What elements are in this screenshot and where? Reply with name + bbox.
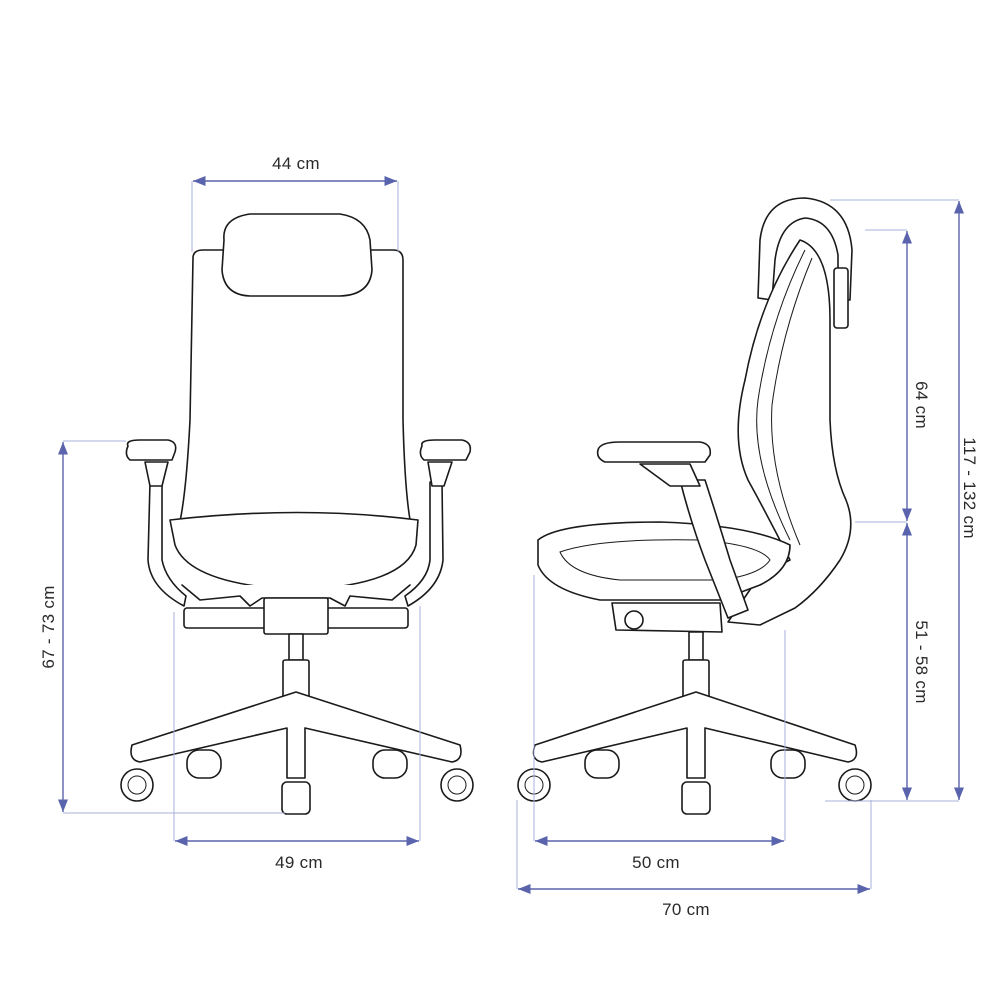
label-base-depth: 70 cm xyxy=(662,900,710,919)
label-seat-width: 49 cm xyxy=(275,853,323,872)
label-armrest-height: 67 - 73 cm xyxy=(39,585,58,668)
front-seat xyxy=(169,511,419,591)
front-left-armpad xyxy=(125,439,177,461)
side-armrest-support xyxy=(679,479,749,619)
front-casters xyxy=(120,749,474,815)
side-casters xyxy=(517,749,872,815)
extension-lines xyxy=(63,181,959,889)
front-right-mechanism xyxy=(325,607,409,629)
front-left-mechanism xyxy=(183,607,267,629)
side-view-chair xyxy=(517,197,872,815)
side-base xyxy=(532,691,858,779)
front-headrest xyxy=(221,213,373,297)
label-seat-depth: 50 cm xyxy=(632,853,680,872)
side-seat xyxy=(537,521,791,601)
dimension-lines xyxy=(57,175,965,895)
front-backrest xyxy=(177,249,413,531)
front-gas-lift-top xyxy=(288,633,304,661)
label-backrest-width: 44 cm xyxy=(272,154,320,173)
front-seat-mechanism xyxy=(263,597,329,635)
front-view-chair xyxy=(120,213,474,815)
front-base xyxy=(130,691,462,779)
label-seat-height: 51 - 58 cm xyxy=(912,620,931,703)
label-total-height: 117 - 132 cm xyxy=(960,437,979,539)
label-backrest-height: 64 cm xyxy=(912,381,931,429)
front-right-armpad xyxy=(419,439,472,461)
front-right-arm xyxy=(404,481,444,607)
front-left-arm xyxy=(147,481,187,607)
side-backrest xyxy=(727,239,852,626)
side-armpad xyxy=(596,441,712,463)
